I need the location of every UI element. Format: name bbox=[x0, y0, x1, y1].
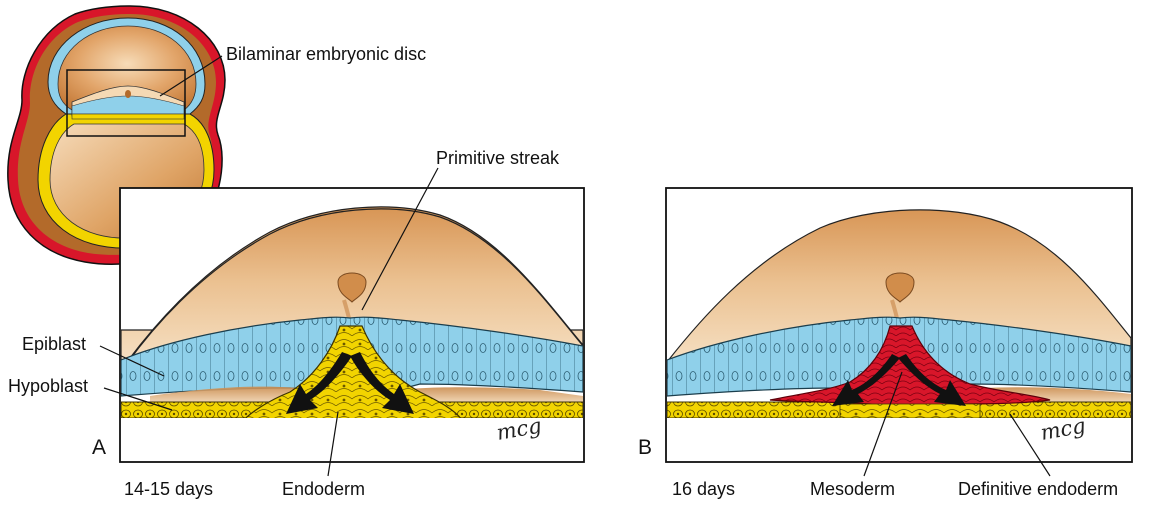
label-bilaminar-disc: Bilaminar embryonic disc bbox=[226, 44, 426, 64]
label-mesoderm: Mesoderm bbox=[810, 479, 895, 499]
panel-a-letter: A bbox=[92, 436, 106, 459]
label-definitive-endoderm: Definitive endoderm bbox=[958, 479, 1118, 499]
label-hypoblast: Hypoblast bbox=[8, 376, 88, 396]
panel-b-letter: B bbox=[638, 436, 652, 459]
panel-b-days: 16 days bbox=[672, 479, 735, 499]
label-epiblast: Epiblast bbox=[22, 334, 86, 354]
panel-a: mcg bbox=[120, 188, 584, 462]
label-endoderm: Endoderm bbox=[282, 479, 365, 499]
panel-a-days: 14-15 days bbox=[124, 479, 213, 499]
label-primitive-streak: Primitive streak bbox=[436, 148, 560, 168]
panel-b: mcg bbox=[666, 188, 1132, 462]
